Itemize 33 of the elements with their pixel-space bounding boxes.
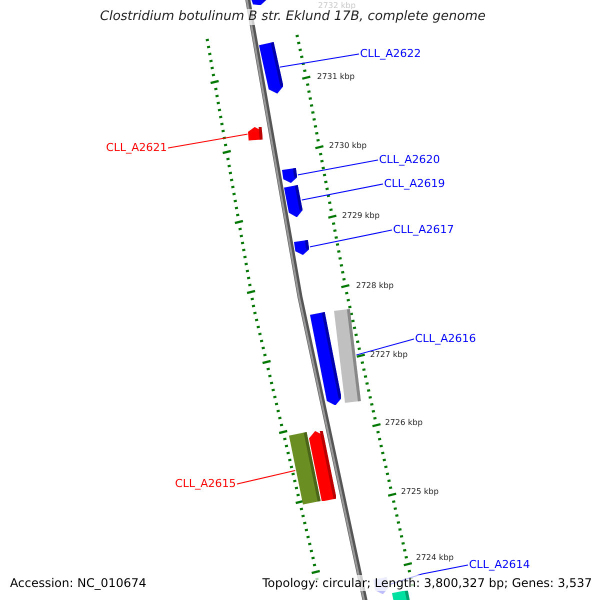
gene-label: CLL_A2622 — [360, 46, 421, 62]
gene-block — [282, 168, 298, 183]
gene-label: CLL_A2617 — [393, 222, 454, 238]
leader-line — [236, 470, 296, 484]
gene-label: CLL_A2619 — [384, 176, 445, 192]
gene-label: CLL_A2614 — [469, 557, 530, 573]
gene-block — [392, 590, 410, 600]
gene-block — [334, 309, 361, 403]
scale-label: 2728 kbp — [356, 281, 394, 291]
genome-info-text: Topology: circular; Length: 3,800,327 bp; Genes: 3,537 — [262, 575, 592, 591]
gene-block — [310, 312, 342, 405]
scale-label: 2725 kbp — [401, 487, 439, 497]
gene-label: CLL_A2621 — [106, 140, 167, 156]
leader-line — [279, 54, 360, 68]
gene-block — [294, 240, 310, 255]
scale-label: 2731 kbp — [317, 72, 355, 82]
accession-text: Accession: NC_010674 — [10, 575, 146, 591]
leader-line — [168, 134, 248, 148]
leader-line — [301, 184, 384, 200]
gene-block — [258, 42, 284, 94]
gene-label: CLL_A2615 — [175, 476, 236, 492]
scale-label: 2727 kbp — [370, 350, 408, 360]
gene-label: CLL_A2616 — [415, 331, 476, 347]
scale-label: 2729 kbp — [342, 211, 380, 221]
gene-label: CLL_A2620 — [379, 152, 440, 168]
scale-label: 2730 kbp — [329, 141, 367, 151]
leader-line — [297, 160, 378, 176]
leader-line — [309, 230, 392, 248]
gene-block — [308, 431, 336, 502]
gene-block — [248, 127, 263, 141]
scale-label: 2724 kbp — [416, 553, 454, 563]
leader-line — [356, 338, 414, 356]
scale-label: 2726 kbp — [385, 418, 423, 428]
